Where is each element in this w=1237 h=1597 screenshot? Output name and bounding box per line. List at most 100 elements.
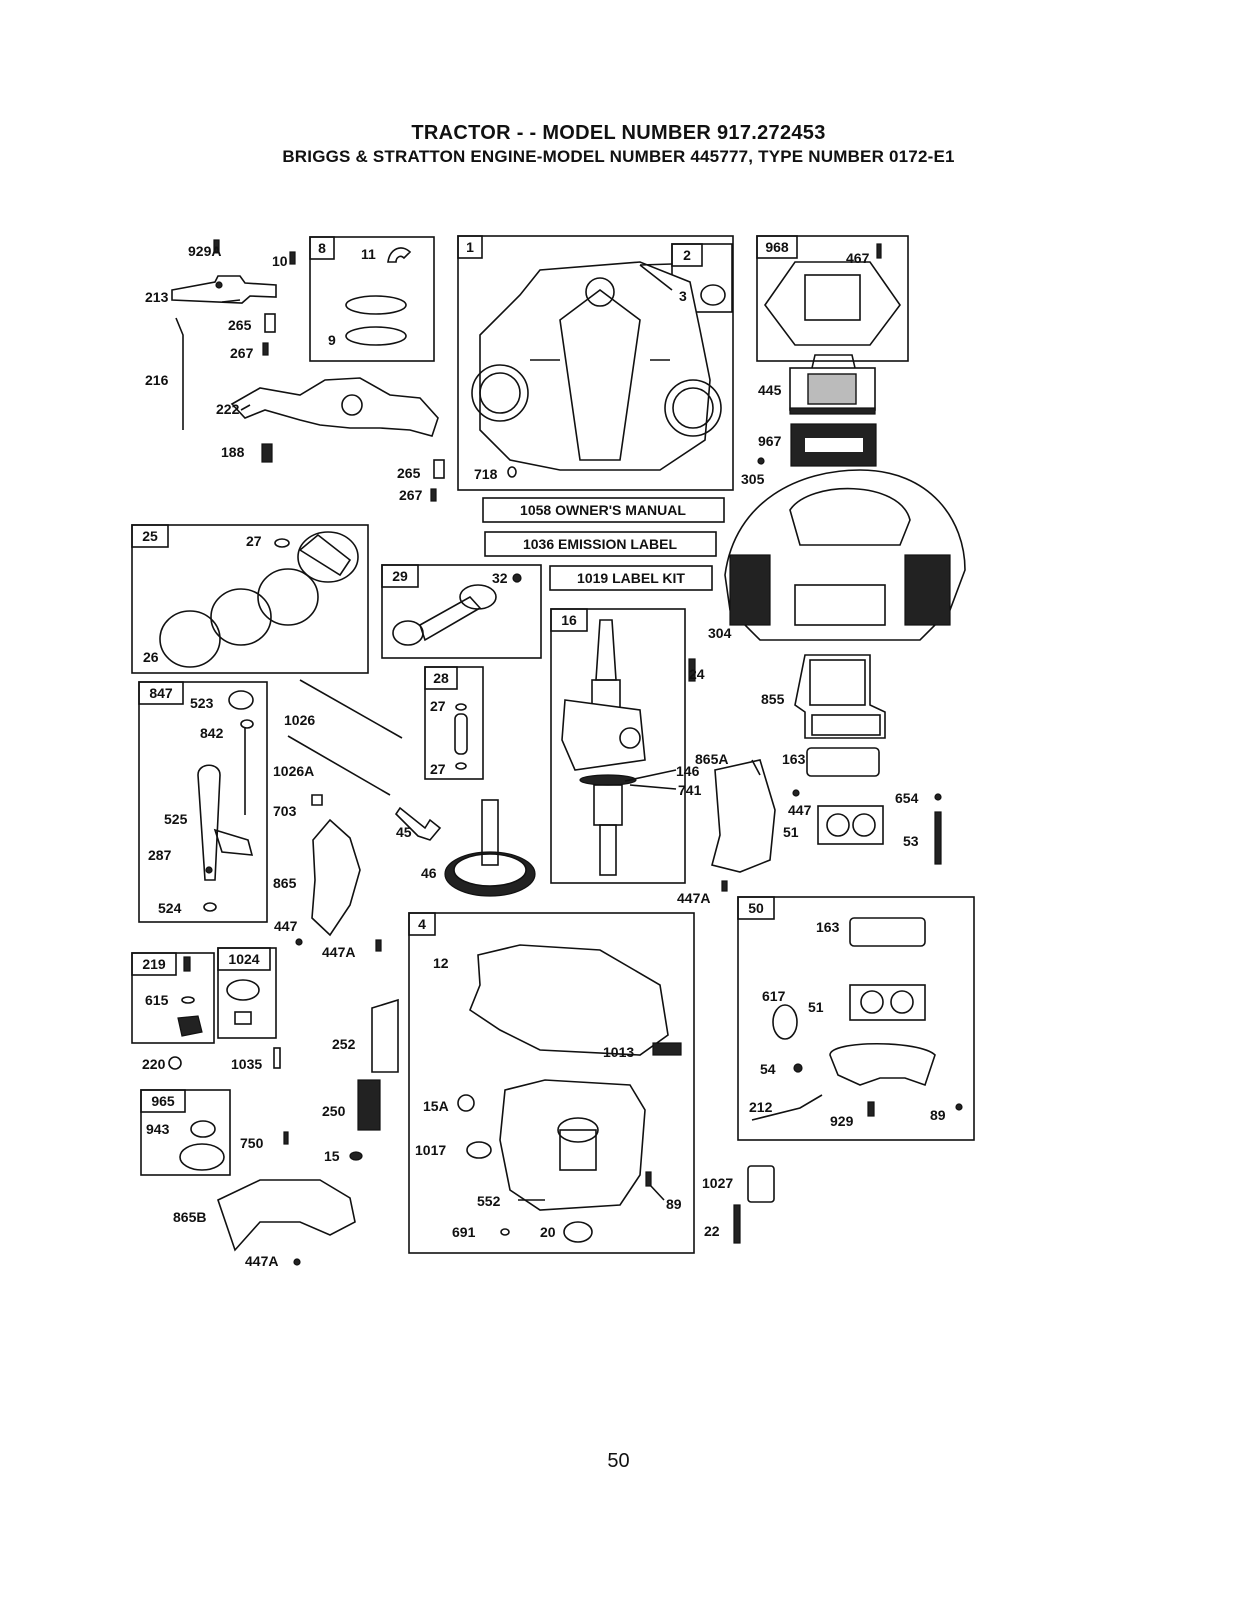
label-213: 213 [145,289,169,305]
owners-manual-tag: 1058 OWNER'S MANUAL [482,497,725,523]
shroud-865 [311,818,361,937]
pin-929A [213,239,220,253]
label-22: 22 [704,1223,720,1239]
label-20: 20 [540,1224,556,1240]
frame-8 [309,236,435,362]
ring-26-a [257,568,319,626]
tappet-703 [311,794,323,806]
label-89-manifold: 89 [930,1107,946,1123]
part-250 [357,1079,381,1131]
part-220 [168,1056,182,1070]
bolt-89-sump [645,1171,652,1187]
label-865: 865 [273,875,297,891]
box-number-1: 1 [466,239,474,255]
box-number-1024: 1024 [228,951,259,967]
part-11-elbow [387,247,412,263]
label-45: 45 [396,824,412,840]
rod-216 [175,317,184,430]
part-1017 [466,1141,492,1159]
label-865B: 865B [173,1209,206,1225]
part-219-valve [177,1015,203,1037]
label-222: 222 [216,401,240,417]
label-163-lower: 163 [816,919,840,935]
label-163-upper: 163 [782,751,806,767]
shroud-865B [217,1179,356,1252]
label-842: 842 [200,725,224,741]
box-number-28: 28 [433,670,449,686]
label-865A: 865A [695,751,728,767]
box-number-965: 965 [151,1093,175,1109]
part-1024-block [234,1011,252,1025]
label-250: 250 [322,1103,346,1119]
label-10: 10 [272,253,288,269]
label-46: 46 [421,865,437,881]
part-718-pin [507,466,517,478]
gasket-12 [469,944,669,1056]
part-929 [867,1101,875,1117]
box-number-968: 968 [765,239,789,255]
page-number: 50 [607,1450,630,1472]
oil-filter-1027 [747,1165,775,1203]
label-265-lower: 265 [397,465,421,481]
intake-855 [794,654,886,739]
stud-53 [934,811,942,865]
label-967: 967 [758,433,782,449]
label-741: 741 [678,782,702,798]
label-220: 220 [142,1056,166,1072]
box-number-4: 4 [418,916,426,932]
label-267-upper: 267 [230,345,254,361]
frame-50 [737,896,975,1141]
label-654: 654 [895,790,919,806]
fitting-22 [733,1204,741,1244]
bolt-447A-bottom [293,1258,301,1266]
label-15: 15 [324,1148,340,1164]
nut-654 [934,793,942,801]
label-267-lower: 267 [399,487,423,503]
ring-26-b [210,588,272,646]
bolt-447A-left [375,939,382,952]
part-265-lower [433,459,445,479]
label-1035: 1035 [231,1056,262,1072]
label-524: 524 [158,900,182,916]
crankshaft-16 [561,619,646,876]
precleaner-967 [790,423,877,467]
pushrod-1026 [299,679,403,739]
label-929A: 929A [188,243,221,259]
dipstick-847 [197,690,254,912]
label-1026: 1026 [284,712,315,728]
label-1026A: 1026A [273,763,314,779]
bolt-54 [793,1063,803,1073]
page-title: TRACTOR - - MODEL NUMBER 917.272453 [411,122,826,144]
part-3-seal [700,284,726,306]
part-252 [371,998,399,1073]
part-267-upper [262,342,269,356]
part-750 [283,1131,289,1145]
box-number-29: 29 [392,568,408,584]
camshaft-46 [444,799,536,897]
part-labels: 929A 10 11 9 213 265 267 216 222 188 265… [142,243,946,1269]
pin-467 [876,243,882,259]
clip-27-c [455,762,467,770]
label-51-upper: 51 [783,824,799,840]
frame-25 [131,524,369,674]
frame-4 [408,912,695,1254]
part-8-gasket-upper [345,295,407,315]
part-265-upper [264,313,276,333]
gasket-51-upper [817,805,884,845]
label-703: 703 [273,803,297,819]
part-615 [181,996,195,1004]
label-445: 445 [758,382,782,398]
label-525: 525 [164,811,188,827]
sump-base [499,1079,646,1211]
label-89-sump: 89 [666,1196,682,1212]
part-1013 [652,1042,682,1056]
nut-447-left [295,938,303,946]
box-number-847: 847 [149,685,173,701]
part-15A [457,1094,475,1112]
label-265-upper: 265 [228,317,252,333]
part-1035 [273,1047,281,1069]
label-26: 26 [143,649,159,665]
label-447A-bottom: 447A [245,1253,278,1269]
label-3: 3 [679,288,687,304]
